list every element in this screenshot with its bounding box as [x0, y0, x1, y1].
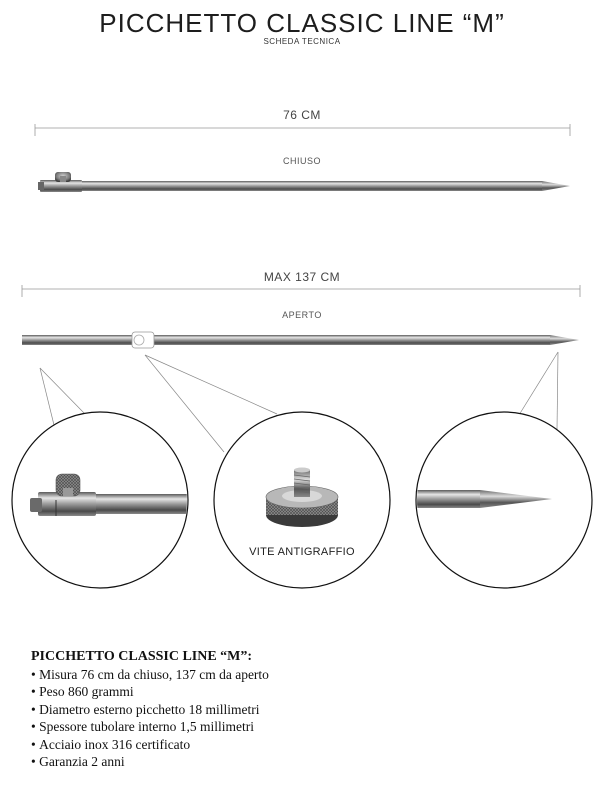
- spec-item: Peso 860 grammi: [31, 683, 269, 701]
- leader-lines: [39, 351, 559, 453]
- open-rod: [22, 331, 579, 349]
- open-dimension-line: [21, 285, 581, 297]
- page-title: PICCHETTO CLASSIC LINE “M”: [99, 8, 505, 38]
- page-subtitle: SCHEDA TECNICA: [263, 37, 341, 46]
- open-state-label: APERTO: [282, 310, 322, 320]
- detail-circle-handle: [11, 411, 189, 589]
- specs-title: PICCHETTO CLASSIC LINE “M”:: [31, 649, 253, 664]
- spec-item: Diametro esterno picchetto 18 millimetri: [31, 701, 269, 719]
- closed-state-label: CHIUSO: [282, 156, 321, 166]
- screw-caption: VITE ANTIGRAFFIO: [249, 546, 355, 558]
- detail-circle-tip: [415, 411, 593, 589]
- specs-list: Misura 76 cm da chiuso, 137 cm da aperto…: [31, 666, 269, 771]
- detail-circle-screw: [213, 411, 391, 589]
- specs-block: PICCHETTO CLASSIC LINE “M”: Misura 76 cm…: [31, 648, 269, 771]
- closed-dimension-line: [34, 124, 571, 136]
- spec-item: Garanzia 2 anni: [31, 753, 269, 771]
- spec-item: Spessore tubolare interno 1,5 millimetri: [31, 718, 269, 736]
- closed-length-label: 76 CM: [283, 108, 321, 122]
- spec-item: Acciaio inox 316 certificato: [31, 736, 269, 754]
- open-length-label: MAX 137 CM: [263, 270, 341, 284]
- technical-drawing: [11, 124, 593, 589]
- spec-item: Misura 76 cm da chiuso, 137 cm da aperto: [31, 666, 269, 684]
- closed-rod: [38, 172, 570, 192]
